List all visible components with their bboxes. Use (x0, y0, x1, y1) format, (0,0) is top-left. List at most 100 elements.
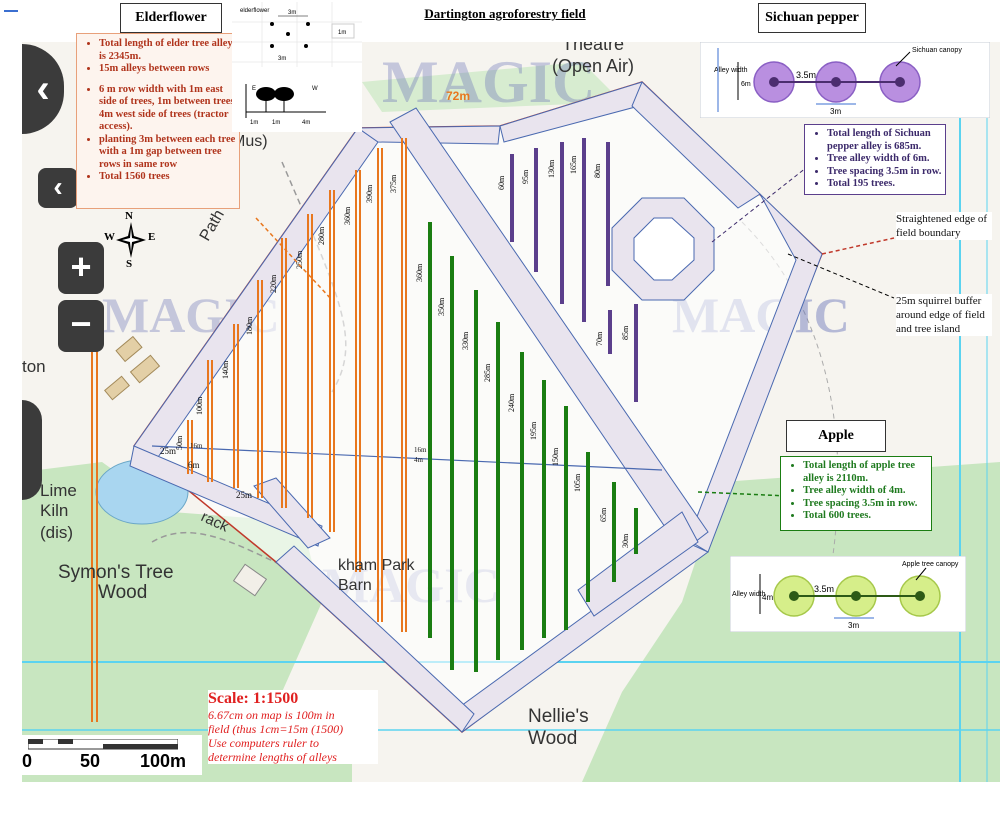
label-kiln: Kiln (40, 501, 68, 520)
zoom-in-button[interactable]: + (58, 242, 104, 294)
label-symons: Symon's Tree (58, 562, 174, 583)
buffer-label: 25m (236, 490, 252, 500)
svg-text:3m: 3m (830, 107, 841, 116)
compass-zoom-partial (22, 400, 42, 500)
svg-text:Alley width: Alley width (714, 67, 748, 74)
elder-diagram: elderflower 3m 3m 1m E W 1m 1m 4m (232, 2, 362, 132)
svg-text:4m: 4m (302, 120, 310, 126)
apple-note: Tree alley width of 4m. (803, 485, 931, 498)
zoom-out-button[interactable]: − (58, 300, 104, 352)
svg-text:W: W (312, 86, 318, 92)
row-length-label: 375m (389, 174, 398, 193)
apple-diagram: Alley width 4m 3.5m 3m Apple tree canopy (730, 556, 966, 632)
row-length-label: 100m (195, 396, 204, 415)
label-lime: Lime (40, 481, 77, 500)
buffer-strip (275, 545, 475, 733)
elder-notes-panel: Total length of elder tree alley is 2345… (76, 33, 240, 209)
buffer-strip (129, 445, 323, 547)
tree-island (611, 197, 715, 301)
buffer-strip (253, 477, 331, 549)
apple-note: Total length of apple tree alley is 2110… (803, 460, 931, 485)
svg-text:1m: 1m (272, 120, 280, 126)
compass-e: E (148, 231, 156, 243)
row-length-label: 105m (573, 473, 582, 492)
label-theatre: Theatre (562, 42, 624, 54)
field-title: Dartington agroforestry field (424, 6, 586, 21)
sichuan-note: Total length of Sichuan pepper alley is … (827, 128, 945, 153)
label-dis: (dis) (40, 523, 73, 542)
svg-text:1m: 1m (250, 120, 258, 126)
elder-note: planting 3m between each tree with a 1m … (99, 134, 239, 172)
svg-text:1m: 1m (338, 30, 346, 36)
svg-text:Sichuan canopy: Sichuan canopy (912, 47, 962, 54)
row-length-label: 360m (343, 206, 352, 225)
svg-text:6m: 6m (741, 81, 751, 88)
svg-text:3.5m: 3.5m (796, 70, 816, 80)
watermark-magic: MAGIC (382, 49, 595, 115)
buffer-label: 25m (160, 446, 176, 456)
buffer-label: 4m (414, 456, 424, 464)
label-barn1: kham Park (338, 557, 415, 574)
row-length-label: 60m (497, 175, 506, 190)
label-symons-wood: Wood (98, 582, 147, 603)
buffer-annotation: 25m squirrel buffer around edge of field… (896, 294, 992, 336)
elder-note: 6 m row width with 1m east side of trees… (99, 84, 239, 134)
row-length-label: 165m (569, 155, 578, 174)
buffer-strip (577, 511, 699, 617)
row-length-label: 80m (593, 163, 602, 178)
sichuan-note: Tree spacing 3.5m in row. (827, 166, 945, 179)
row-length-label: 280m (317, 226, 326, 245)
label-72m: 72m (446, 89, 470, 103)
row-length-label: 240m (507, 393, 516, 412)
elder-note: Total 1560 trees (99, 171, 239, 184)
svg-text:3.5m: 3.5m (814, 584, 834, 594)
scale-title: Scale: 1:1500 (208, 690, 299, 707)
row-length-label: 250m (295, 250, 304, 269)
label-mus: Mus) (232, 133, 268, 150)
label-nellies-wood: Wood (528, 728, 577, 749)
row-length-label: 95m (521, 169, 530, 184)
row-length-label: 220m (269, 274, 278, 293)
apple-note: Tree spacing 3.5m in row. (803, 498, 931, 511)
row-length-label: 390m (365, 184, 374, 203)
boundary-annotation: Straightened edge of field boundary (896, 212, 992, 240)
buffer-strip (631, 81, 761, 209)
apple-title: Apple (786, 420, 886, 452)
row-length-label: 195m (529, 421, 538, 440)
apple-notes-panel: Total length of apple tree alley is 2110… (780, 456, 932, 531)
svg-text:3m: 3m (278, 56, 286, 62)
buffer-strip (687, 193, 823, 553)
row-length-label: 65m (599, 507, 608, 522)
row-length-label: 330m (461, 331, 470, 350)
top-left-dash (4, 10, 18, 12)
row-length-label: 130m (547, 159, 556, 178)
woodland-area (362, 62, 622, 112)
buffer-label: 16m (190, 442, 203, 450)
svg-text:3m: 3m (288, 10, 296, 16)
scale-panel: Scale: 1:1500 6.67cm on map is 100m in f… (208, 690, 378, 764)
row-length-label: 50m (175, 435, 184, 450)
compass-s: S (126, 258, 133, 270)
svg-text:Apple tree canopy: Apple tree canopy (902, 561, 959, 568)
label-ton: ton (22, 357, 46, 376)
svg-text:3m: 3m (848, 621, 859, 630)
sichuan-notes-panel: Total length of Sichuan pepper alley is … (804, 124, 946, 195)
row-length-label: 150m (551, 447, 560, 466)
row-length-label: 140m (221, 360, 230, 379)
row-length-label: 30m (621, 533, 630, 548)
label-nellies: Nellie's (528, 706, 589, 727)
buffer-label: 16m (414, 446, 427, 454)
svg-text:E: E (252, 86, 256, 92)
elder-note: 15m alleys between rows (99, 63, 239, 76)
row-length-label: 180m (245, 316, 254, 335)
buffer-strip (389, 107, 709, 553)
sichuan-diagram: Alley width 6m 3.5m 3m Sichuan canopy (700, 42, 990, 118)
row-length-label: 285m (483, 363, 492, 382)
sichuan-note: Total 195 trees. (827, 178, 945, 191)
elder-note: Total length of elder tree alley is 2345… (99, 38, 239, 63)
apple-note: Total 600 trees. (803, 510, 931, 523)
buffer-label: 6m (188, 460, 200, 470)
svg-text:Alley width: Alley width (732, 591, 766, 598)
back-button[interactable]: ‹ (38, 168, 78, 208)
sichuan-title: Sichuan pepper (758, 3, 866, 33)
